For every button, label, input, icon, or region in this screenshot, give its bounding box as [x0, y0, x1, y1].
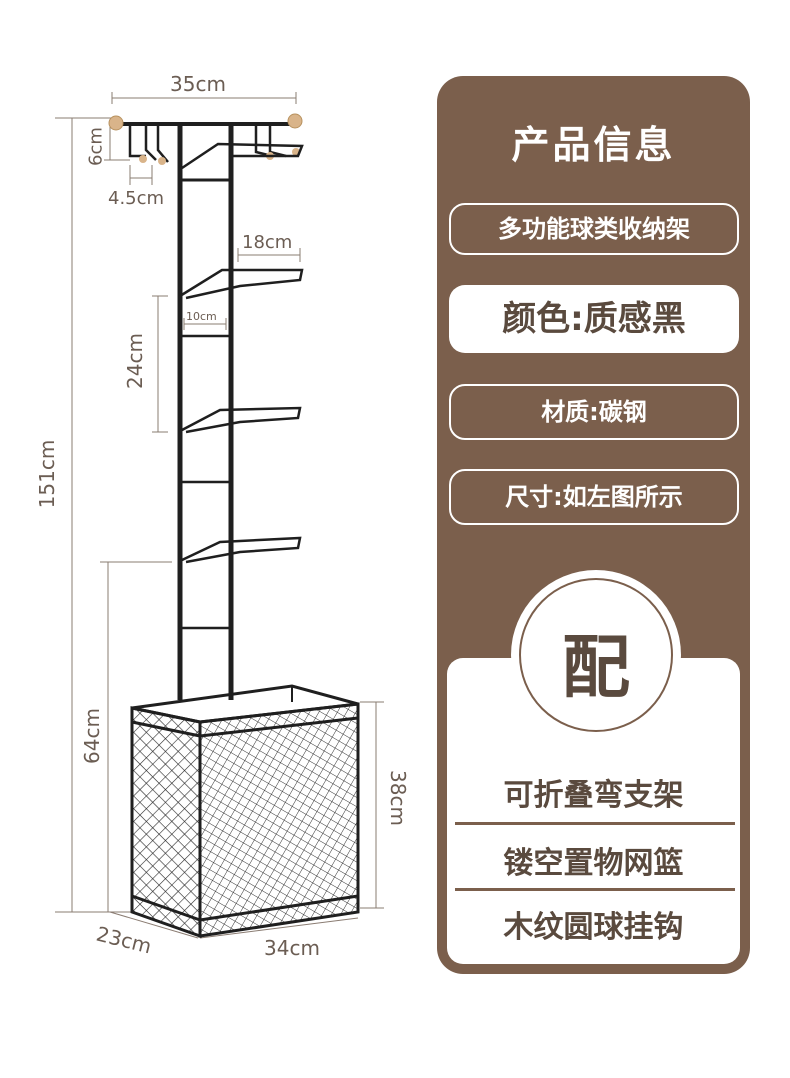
panel-title: 产品信息 [511, 123, 676, 167]
dim-arm-spacing: 10cm [186, 310, 217, 323]
dim-width-top: 35cm [170, 72, 226, 96]
dim-hook-height: 6cm [85, 127, 107, 166]
dimension-lines [55, 92, 384, 939]
top-bar [108, 113, 304, 170]
size-pill: 尺寸:如左图所示 [449, 469, 739, 525]
folding-arms [179, 268, 304, 564]
feature-item-1: 可折叠弯支架 [503, 778, 684, 813]
feature-divider-2 [455, 888, 735, 891]
feature-item-2: 镂空置物网篮 [503, 846, 684, 881]
vertical-poles [177, 124, 234, 700]
material-pill: 材质:碳钢 [449, 384, 739, 440]
mesh-basket [130, 684, 360, 939]
product-name-pill: 多功能球类收纳架 [449, 203, 739, 255]
dim-basket-width: 34cm [264, 936, 320, 960]
feature-divider-1 [455, 822, 735, 825]
dim-basket-height: 38cm [386, 770, 410, 826]
feature-item-3: 木纹圆球挂钩 [503, 910, 684, 945]
dim-basket-elevation: 64cm [80, 708, 104, 764]
dim-total-height: 151cm [35, 439, 59, 509]
dim-arm-vertical-gap: 24cm [123, 333, 147, 389]
dim-hook-gap: 4.5cm [108, 188, 165, 209]
color-pill: 颜色:质感黑 [449, 285, 739, 353]
storage-rack-illustration [55, 92, 384, 939]
dim-arm-length: 18cm [242, 232, 293, 253]
badge-ring [519, 578, 673, 732]
badge-text: 配 [561, 629, 630, 708]
